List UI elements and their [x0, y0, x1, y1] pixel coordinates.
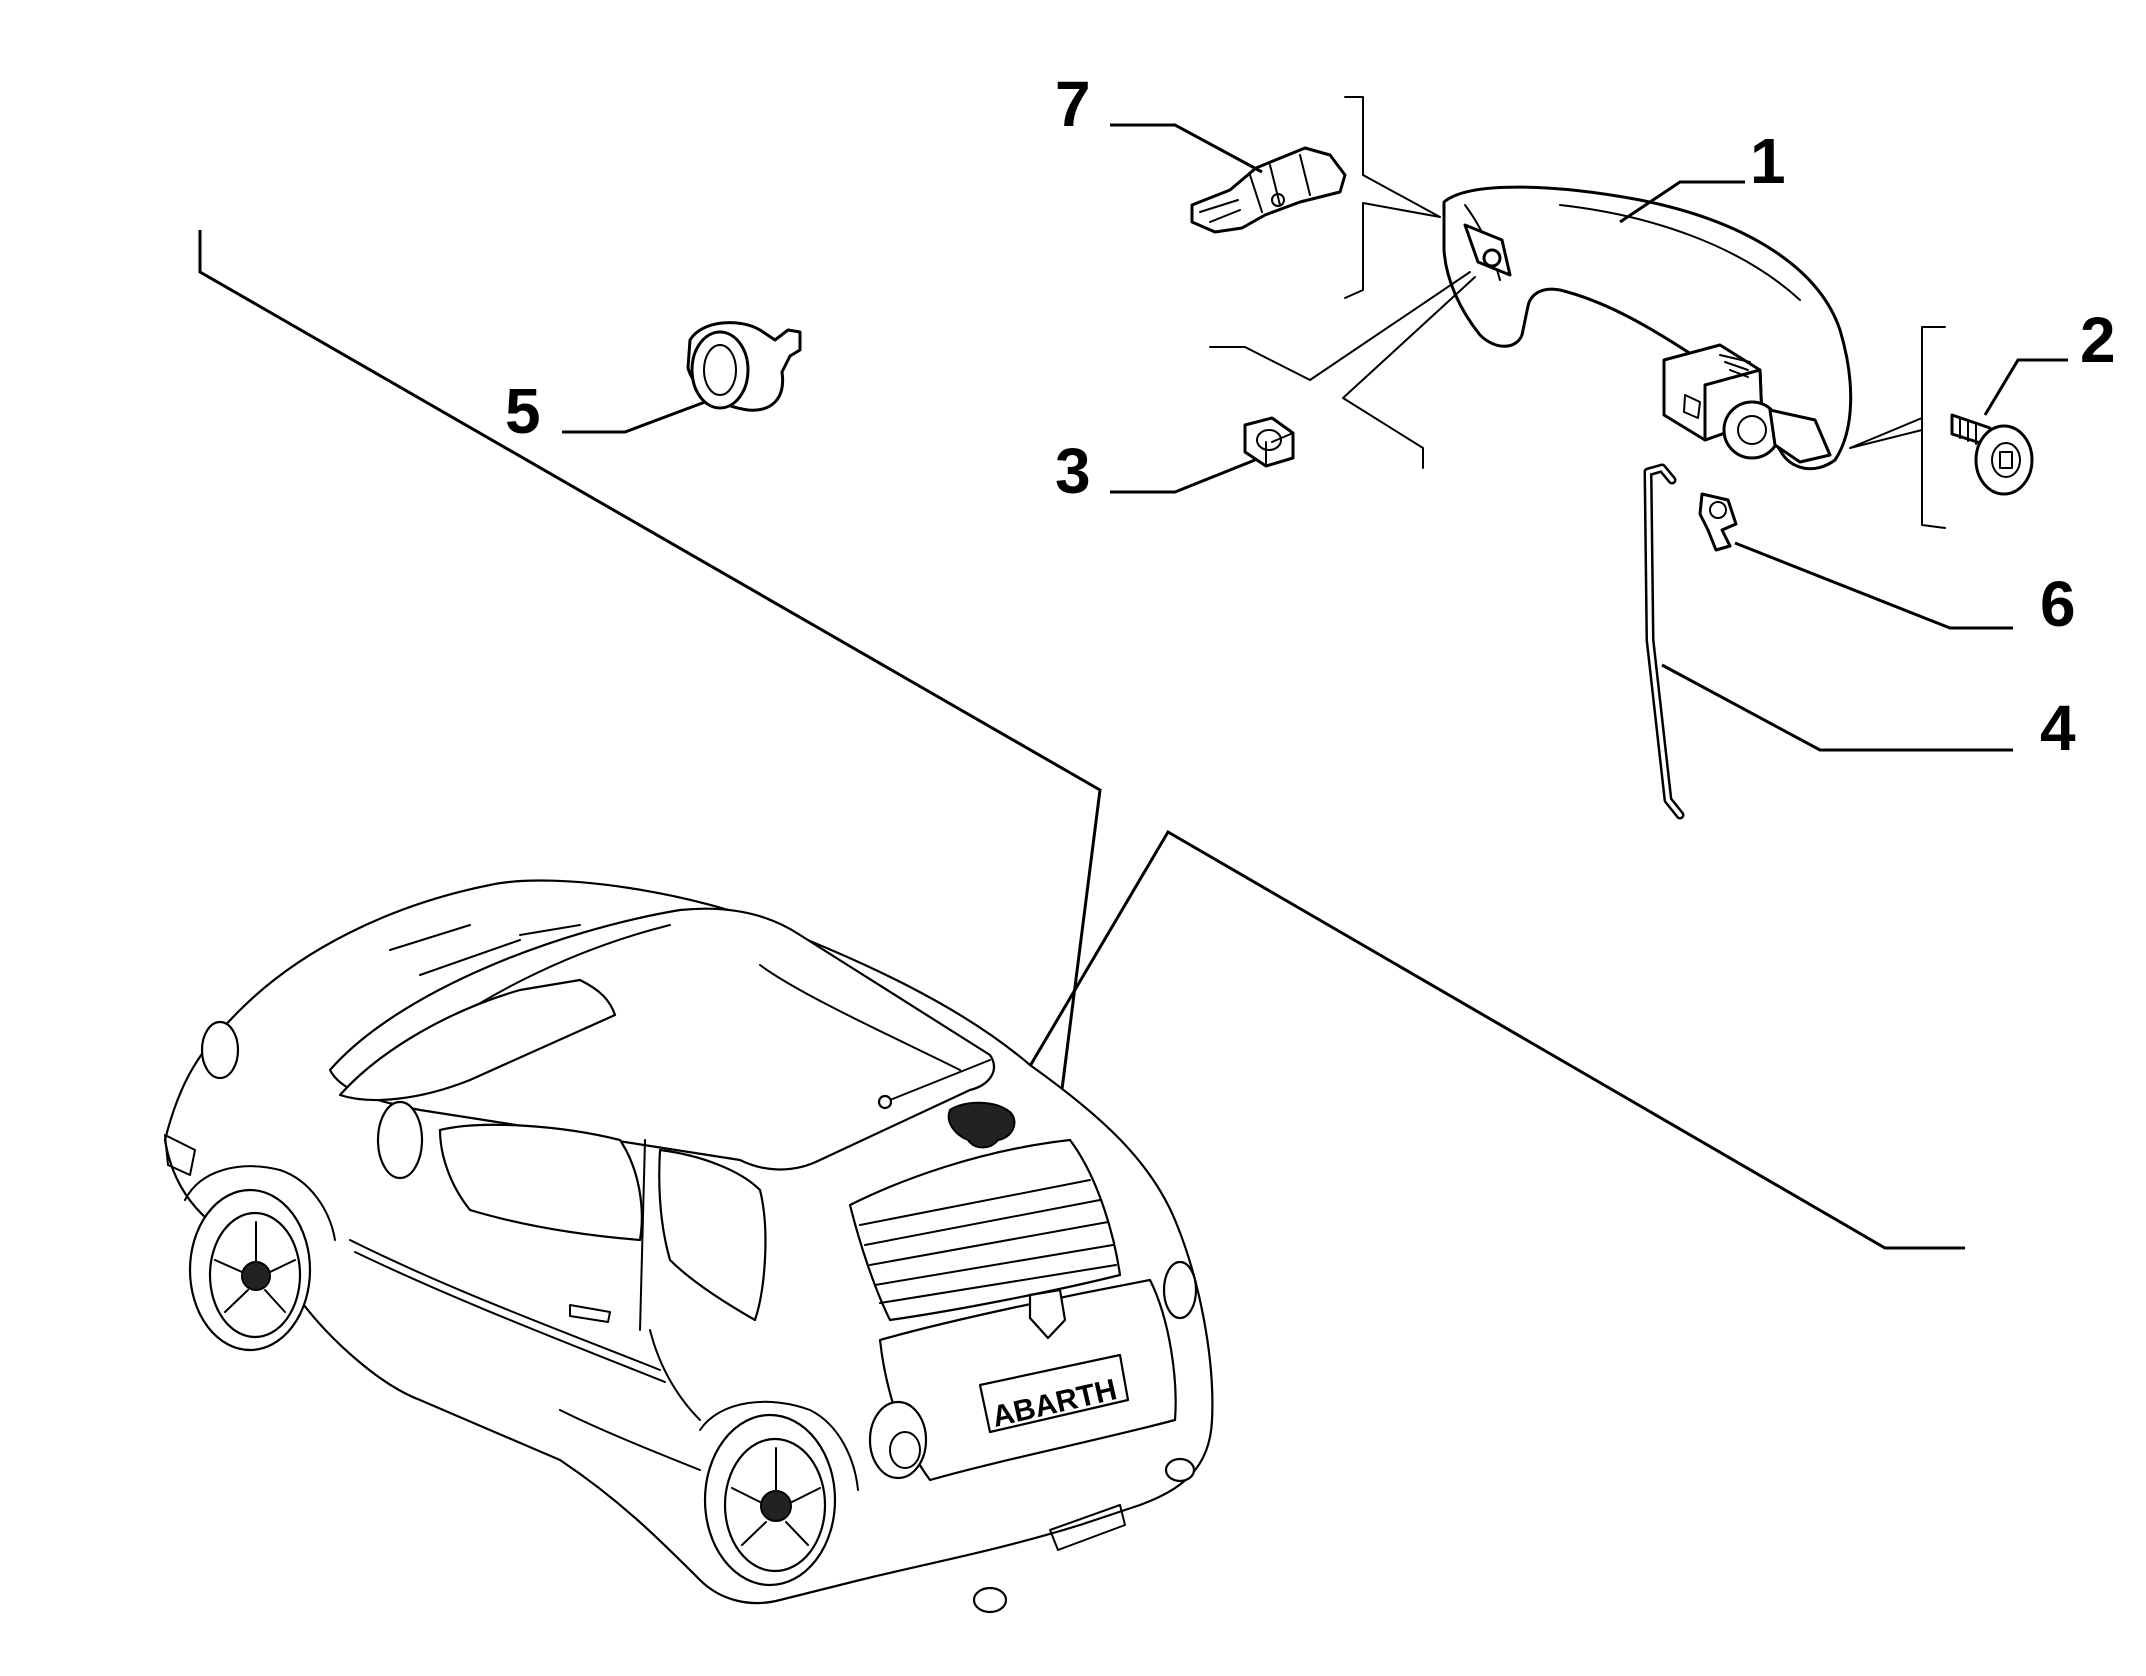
leader-5 — [562, 400, 706, 434]
callout-5: 5 — [505, 375, 541, 447]
leader-6 — [1734, 541, 2013, 630]
car-tailgate-handle-highlight — [947, 1101, 1016, 1149]
callout-7: 7 — [1055, 68, 1091, 140]
part-1-door-handle — [1442, 185, 1853, 471]
leader-2 — [1983, 358, 2068, 416]
part-4-rod — [1643, 463, 1685, 820]
leader-7 — [1110, 123, 1263, 174]
leader-4 — [1661, 663, 2013, 752]
bracket-lines-3 — [1209, 271, 1476, 469]
part-6-bracket — [1698, 492, 1738, 552]
bracket-left-7 — [1344, 96, 1441, 299]
bracket-right-2 — [1849, 326, 1946, 529]
leader-1 — [1619, 180, 1745, 224]
car-rear-wheel — [703, 1413, 837, 1587]
callout-6: 6 — [2040, 568, 2076, 640]
part-5-clip — [686, 321, 802, 412]
callout-3: 3 — [1055, 435, 1091, 507]
callout-4: 4 — [2040, 692, 2076, 764]
part-7-connector — [1190, 146, 1347, 234]
part-2-screw — [1950, 413, 2034, 496]
car-front-wheel — [188, 1188, 312, 1352]
leader-3 — [1110, 458, 1256, 494]
part-3-nut — [1243, 416, 1295, 468]
callout-1: 1 — [1750, 125, 1786, 197]
detail-bracket-lines — [198, 230, 1965, 1250]
car-illustration: ABARTH — [163, 879, 1214, 1614]
callout-2: 2 — [2080, 304, 2116, 376]
